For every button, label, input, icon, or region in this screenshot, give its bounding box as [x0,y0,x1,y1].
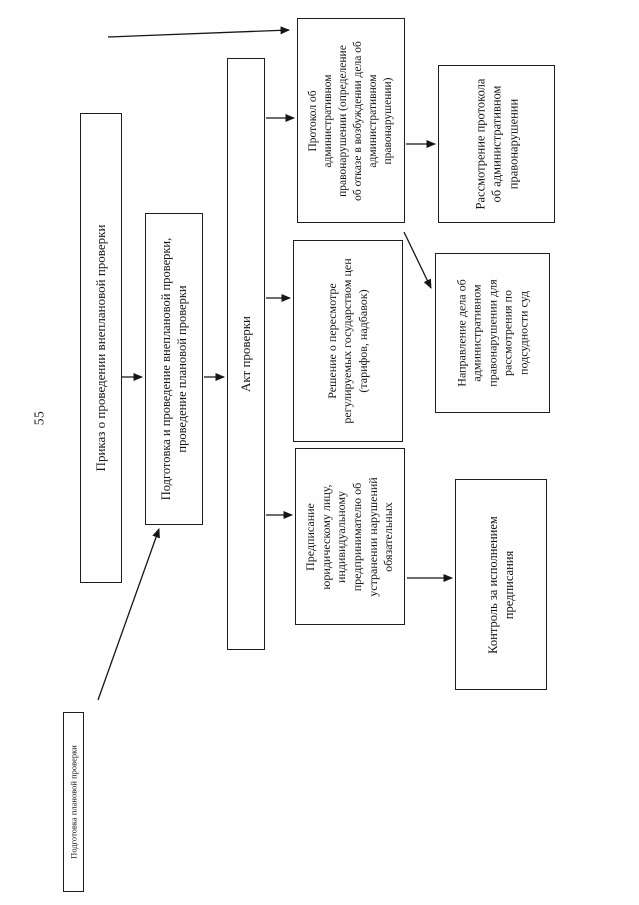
flow-arrow-protocol-to-court [403,231,432,289]
flow-node-case-referral-court: Направление дела об административном пра… [435,253,550,413]
flow-node-label: Рассмотрение протокола об административн… [473,78,520,210]
flow-node-prescription-control: Контроль за исполнением предписания [455,479,547,690]
flow-node-label: Контроль за исполнением предписания [485,515,516,654]
flow-node-label: Решение о пересмотре регулируемых госуда… [324,258,370,424]
flow-node-label: Предписание юридическому лицу, индивидуа… [303,476,396,597]
flow-node-prescription: Предписание юридическому лицу, индивидуа… [295,448,405,625]
flow-node-prepare-conduct-inspection: Подготовка и проведение внеплановой пров… [145,213,203,525]
flow-node-label: Протокол об административном правонаруше… [307,40,394,201]
flow-node-price-revision-decision: Решение о пересмотре регулируемых госуда… [293,240,403,442]
flow-node-administrative-protocol: Протокол об административном правонаруше… [297,18,405,223]
flow-node-label: Акт проверки [237,315,253,393]
flow-node-label: Подготовка плановой проверки [67,745,78,859]
flow-node-protocol-review: Рассмотрение протокола об административн… [438,65,555,223]
flow-arrow-top-long-arrow [107,26,290,38]
flow-node-inspection-act: Акт проверки [227,58,265,650]
flow-node-label: Подготовка и проведение внеплановой пров… [158,237,189,501]
flow-node-label: Направление дела об административном пра… [453,279,530,387]
flow-node-prepare-planned-inspection: Подготовка плановой проверки [63,712,84,892]
flow-node-label: Приказ о проведении внеплановой проверки [92,224,108,472]
page-number: 55 [31,410,47,426]
flow-node-order-unscheduled-inspection: Приказ о проведении внеплановой проверки [80,113,122,583]
